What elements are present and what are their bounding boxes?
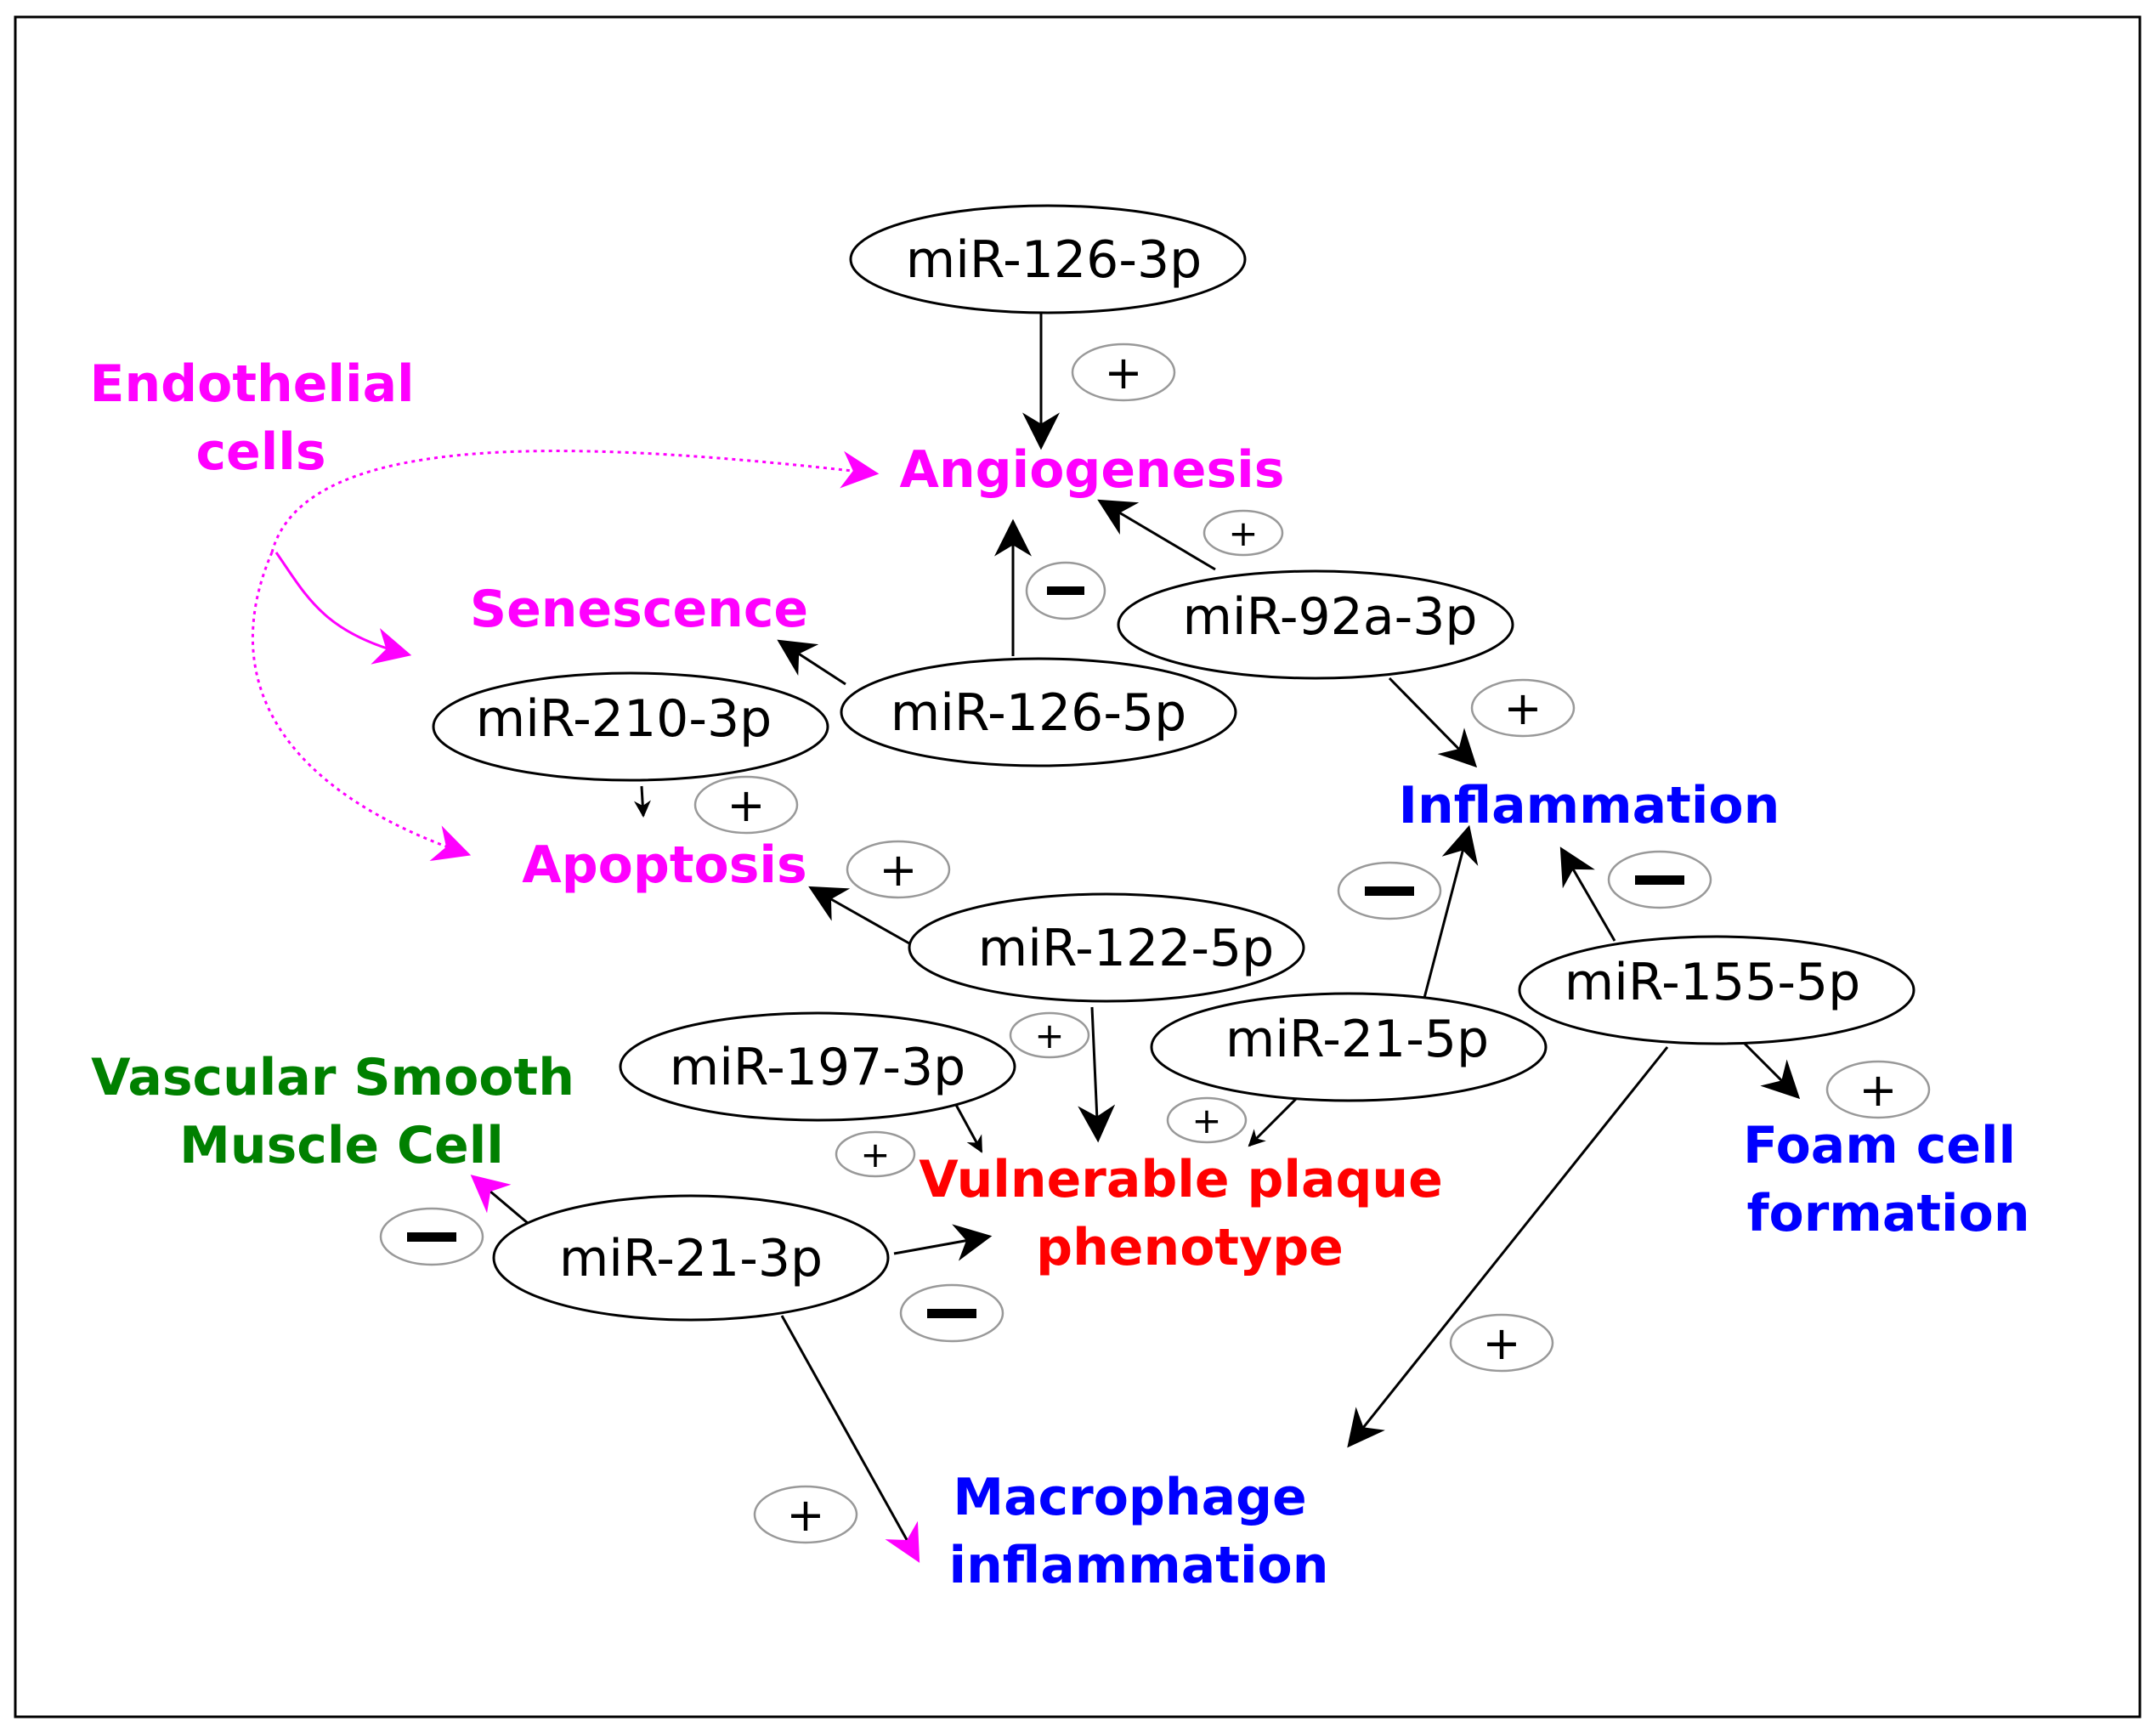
edge-mir122-plaque [1078, 1006, 1116, 1143]
svg-text:miR-126-3p: miR-126-3p [906, 230, 1202, 290]
sign-plus-mir210: + [693, 775, 799, 835]
svg-text:miR-92a-3p: miR-92a-3p [1182, 587, 1477, 647]
svg-text:+: + [1482, 1316, 1520, 1370]
svg-text:+: + [860, 1134, 890, 1175]
label-vascular-smooth-muscle-cell: Vascular Smooth Muscle Cell [91, 1048, 592, 1175]
sign-plus-mir126-3p: + [1071, 343, 1176, 402]
svg-text:miR-126-5p: miR-126-5p [891, 683, 1186, 743]
edge-endothelial-angiogenesis [270, 450, 880, 553]
sign-plus-mir155-macro: + [1449, 1313, 1554, 1373]
svg-text:+: + [1859, 1063, 1897, 1117]
edge-mir155-macrophage [1347, 1046, 1669, 1448]
label-endothelial-cells: Endothelial cells [89, 354, 432, 482]
label-angiogenesis: Angiogenesis [900, 440, 1285, 500]
svg-text:miR-122-5p: miR-122-5p [978, 919, 1274, 978]
edge-mir155-inflammation [1559, 847, 1616, 942]
sign-plus-mir21-5p-plaque: + [1166, 1096, 1248, 1144]
svg-text:+: + [1503, 682, 1542, 735]
svg-text:+: + [1228, 512, 1258, 554]
edge-mir21-3p-plaque [893, 1224, 993, 1261]
edge-mir21-3p-macrophage [780, 1315, 920, 1563]
svg-text:miR-155-5p: miR-155-5p [1565, 953, 1860, 1012]
label-foam-cell-formation: Foam cell formation [1743, 1116, 2034, 1243]
sign-plus-mir21-3p-macro: + [753, 1485, 858, 1544]
edge-mir21-3p-vsmc [470, 1175, 535, 1230]
svg-text:+: + [879, 843, 917, 897]
sign-plus-mir122-plaque: + [1009, 1011, 1090, 1059]
svg-text:+: + [727, 779, 765, 832]
svg-text:miR-21-5p: miR-21-5p [1225, 1010, 1489, 1069]
node-mir-155-5p: miR-155-5p [1518, 935, 1916, 1045]
label-senescence: Senescence [470, 580, 808, 639]
label-macrophage-inflammation: Macrophage inflammation [949, 1468, 1329, 1595]
label-apoptosis: Apoptosis [522, 835, 806, 895]
edge-mir126-5p-senescence [777, 639, 846, 686]
svg-text:miR-21-3p: miR-21-3p [559, 1229, 823, 1288]
node-mir-21-3p: miR-21-3p [492, 1194, 890, 1322]
node-mir-126-5p: miR-126-5p [840, 657, 1237, 767]
edge-mir92a-inflammation [1388, 677, 1478, 768]
svg-text:+: + [1034, 1015, 1064, 1056]
edge-mir155-foamcell [1740, 1039, 1801, 1100]
sign-plus-mir197-plaque: + [835, 1130, 916, 1178]
edge-mir210-apoptosis [633, 785, 651, 818]
sign-minus-mir21-5p-inflam [1337, 861, 1442, 920]
sign-minus-mir21-3p-plaque [899, 1283, 1004, 1343]
svg-text:miR-210-3p: miR-210-3p [476, 689, 772, 749]
sign-plus-mir92a-angio: + [1202, 509, 1284, 557]
node-mir-92a-3p: miR-92a-3p [1117, 569, 1514, 680]
edge-mir92a-angiogenesis [1097, 499, 1216, 571]
edge-endothelial-apoptosis [252, 552, 472, 862]
sign-plus-mir122-apop: + [846, 840, 951, 899]
svg-text:+: + [1191, 1100, 1221, 1141]
sign-plus-mir155-foam: + [1825, 1060, 1931, 1119]
label-vulnerable-plaque-phenotype: Vulnerable plaque phenotype [919, 1150, 1460, 1277]
node-mir-210-3p: miR-210-3p [432, 671, 829, 782]
sign-minus-mir155-inflam [1607, 850, 1712, 909]
edge-mir197-plaque [954, 1104, 983, 1153]
edge-mir21-5p-inflammation [1422, 824, 1479, 1002]
svg-text:miR-197-3p: miR-197-3p [670, 1038, 965, 1097]
sign-minus-mir126-5p-angio [1025, 561, 1106, 620]
svg-text:+: + [1104, 346, 1142, 399]
node-mir-122-5p: miR-122-5p [908, 892, 1305, 1003]
edge-endothelial-senescence [274, 552, 412, 665]
edge-mir21-5p-plaque [1248, 1093, 1302, 1147]
edge-mir122-apoptosis [808, 886, 910, 945]
node-mir-197-3p: miR-197-3p [619, 1011, 1016, 1122]
sign-plus-mir92a-inflam: + [1470, 678, 1576, 738]
sign-minus-mir21-3p-vsmc [379, 1207, 484, 1266]
node-mir-126-3p: miR-126-3p [849, 204, 1247, 314]
node-mir-21-5p: miR-21-5p [1150, 992, 1548, 1102]
svg-text:+: + [786, 1488, 824, 1542]
diagram-frame [14, 15, 2142, 1719]
label-inflammation: Inflammation [1399, 776, 1780, 835]
